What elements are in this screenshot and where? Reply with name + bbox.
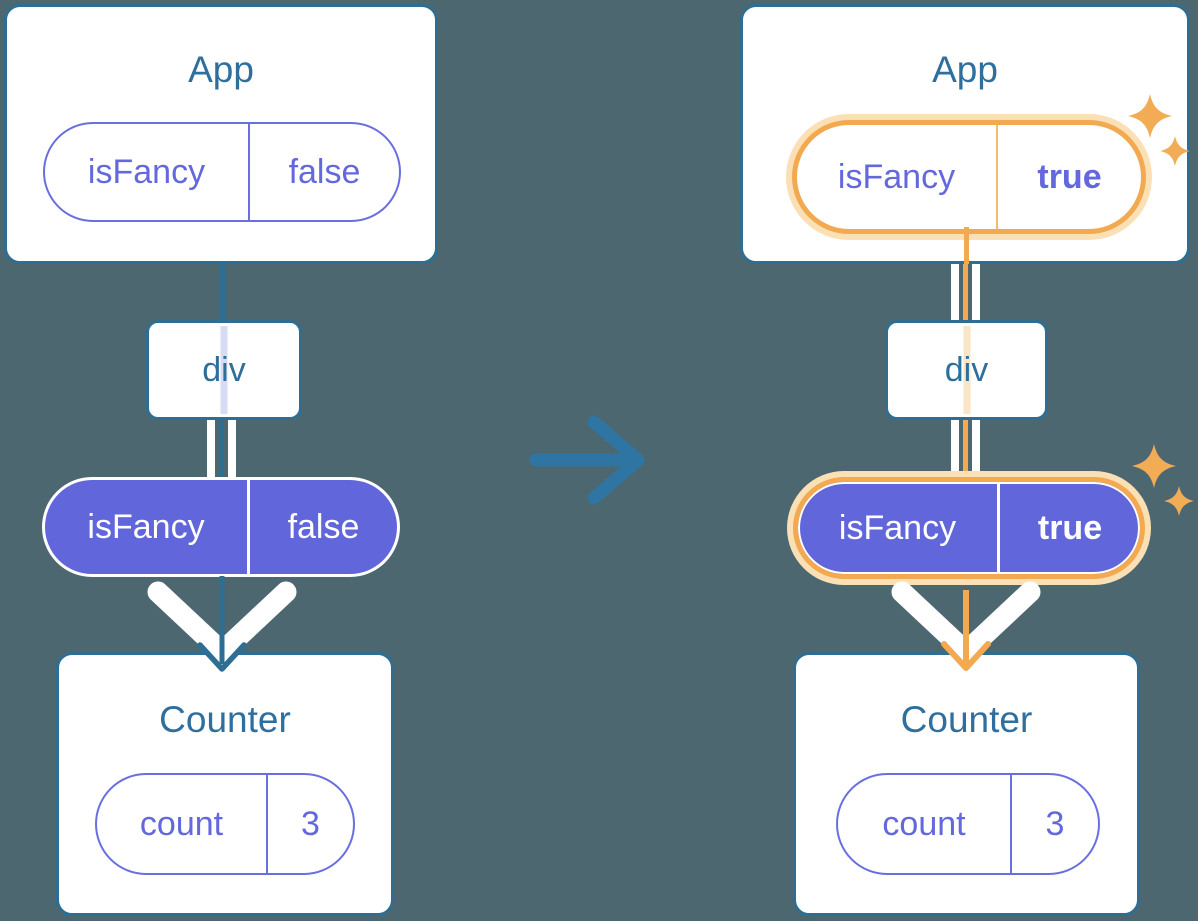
div-label: div [202, 350, 246, 389]
prop-key: isFancy [45, 480, 250, 574]
counter-state-pill: count 3 [836, 773, 1100, 875]
app-card-before: App isFancy false [4, 4, 438, 264]
state-value: false [288, 152, 361, 191]
sparkle-icon [1132, 444, 1194, 516]
app-state-pill-highlighted: isFancy true [792, 120, 1146, 234]
counter-title: Counter [159, 699, 291, 740]
counter-card-before: Counter count 3 [56, 652, 394, 916]
div-label: div [944, 350, 989, 389]
pipe-center [963, 420, 968, 478]
app-title: App [932, 49, 998, 90]
state-key: count [97, 775, 268, 873]
counter-card-after: Counter count 3 [793, 652, 1140, 916]
edge-app-pill-out [964, 227, 969, 264]
state-value: 3 [301, 804, 320, 843]
state-key: isFancy [45, 124, 250, 220]
sparkle-icon [1128, 94, 1190, 166]
arrow-down-icon [147, 576, 297, 672]
app-title: App [188, 49, 254, 90]
edge-div-to-prop [207, 420, 236, 478]
pipe-white-left [951, 420, 959, 478]
prop-value: true [1037, 508, 1103, 547]
app-state-pill: isFancy false [43, 122, 401, 222]
pipe-center [219, 420, 224, 478]
prop-pill-after-highlighted: isFancy true [793, 477, 1145, 579]
div-node-before: div [146, 320, 302, 420]
pipe-white-right [972, 264, 980, 322]
pipe-white-right [228, 420, 236, 478]
counter-state-pill: count 3 [95, 773, 355, 875]
counter-title: Counter [900, 699, 1033, 740]
prop-value: false [287, 507, 360, 546]
edge-div-to-prop [951, 420, 980, 478]
prop-pass-line [220, 326, 228, 414]
app-card-after: App isFancy true [740, 4, 1190, 264]
state-value: true [1037, 157, 1102, 196]
transition-arrow-icon [529, 415, 645, 505]
state-key: count [838, 775, 1012, 873]
div-node-after: div [885, 320, 1048, 420]
edge-app-to-div [220, 262, 225, 322]
state-value: 3 [1045, 804, 1065, 843]
pipe-white-right [972, 420, 980, 478]
pipe-white-left [951, 264, 959, 322]
edge-app-to-div [951, 264, 980, 322]
prop-pass-line [963, 326, 970, 414]
prop-key: isFancy [798, 482, 1000, 574]
pipe-center [963, 264, 968, 322]
prop-pill-before: isFancy false [42, 477, 400, 577]
arrow-down-icon [891, 581, 1041, 671]
state-key: isFancy [797, 125, 998, 229]
pipe-white-left [207, 420, 215, 478]
